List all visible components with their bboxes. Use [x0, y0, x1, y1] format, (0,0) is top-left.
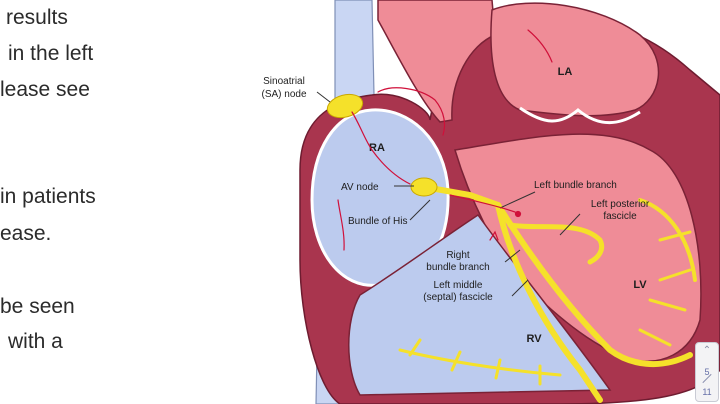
ink-dot [514, 210, 522, 218]
label-sa-node-1: Sinoatrial [263, 76, 305, 87]
label-rv: RV [526, 333, 542, 345]
mitral-valve [519, 106, 641, 125]
label-left-posterior-2: fascicle [603, 211, 637, 222]
label-bundle-of-his: Bundle of His [348, 216, 407, 227]
rv-purkinje [398, 338, 562, 386]
chevron-up-icon[interactable]: ⌃ [702, 345, 712, 356]
label-left-posterior-1: Left posterior [591, 199, 650, 210]
current-page-number: 5 [704, 367, 710, 377]
label-left-middle-1: Left middle [434, 280, 483, 291]
left-posterior-fascicle-path [507, 222, 605, 265]
label-ra: RA [369, 142, 385, 154]
page-indicator[interactable]: ⌃ 5 11 [695, 342, 719, 402]
label-right-bundle-2: bundle branch [426, 262, 489, 273]
ink-stroke [449, 194, 516, 213]
av-node-marker [410, 177, 438, 197]
slide-text-line: in patients [0, 185, 96, 208]
ink-stroke [351, 111, 411, 185]
total-page-count: 11 [702, 387, 712, 397]
slide-text-line: results [6, 6, 68, 29]
label-right-bundle-1: Right [446, 250, 470, 261]
aorta [377, 0, 496, 123]
ink-stroke [337, 199, 345, 251]
purkinje-branches [638, 230, 692, 347]
conduction-system [398, 185, 697, 403]
slide-text-line: ease. [0, 222, 52, 245]
label-left-middle-2: (septal) fascicle [423, 292, 493, 303]
slide-text-line: with a [8, 330, 63, 353]
slide-text-line: lease see [0, 78, 90, 101]
ink-stroke [527, 29, 553, 63]
slide-text-line: in the left [8, 42, 94, 65]
annotation-ink [337, 29, 553, 251]
leader-lines [316, 91, 581, 297]
bundle-of-his-path [427, 185, 501, 208]
slide-text-line: be seen [0, 295, 75, 318]
label-lv: LV [633, 279, 647, 291]
ink-stroke [489, 230, 499, 241]
label-av-node: AV node [341, 182, 379, 193]
label-left-bundle-branch: Left bundle branch [534, 180, 617, 191]
sa-node-marker [326, 93, 364, 119]
label-la: LA [558, 66, 573, 78]
left-atrium [490, 2, 660, 117]
purkinje-fibers [638, 198, 697, 282]
left-bundle-path [495, 202, 693, 368]
label-sa-node-2: (SA) node [261, 89, 306, 100]
superior-vena-cava [334, 0, 375, 101]
right-bundle-path [495, 202, 603, 403]
ink-stroke [377, 87, 446, 136]
